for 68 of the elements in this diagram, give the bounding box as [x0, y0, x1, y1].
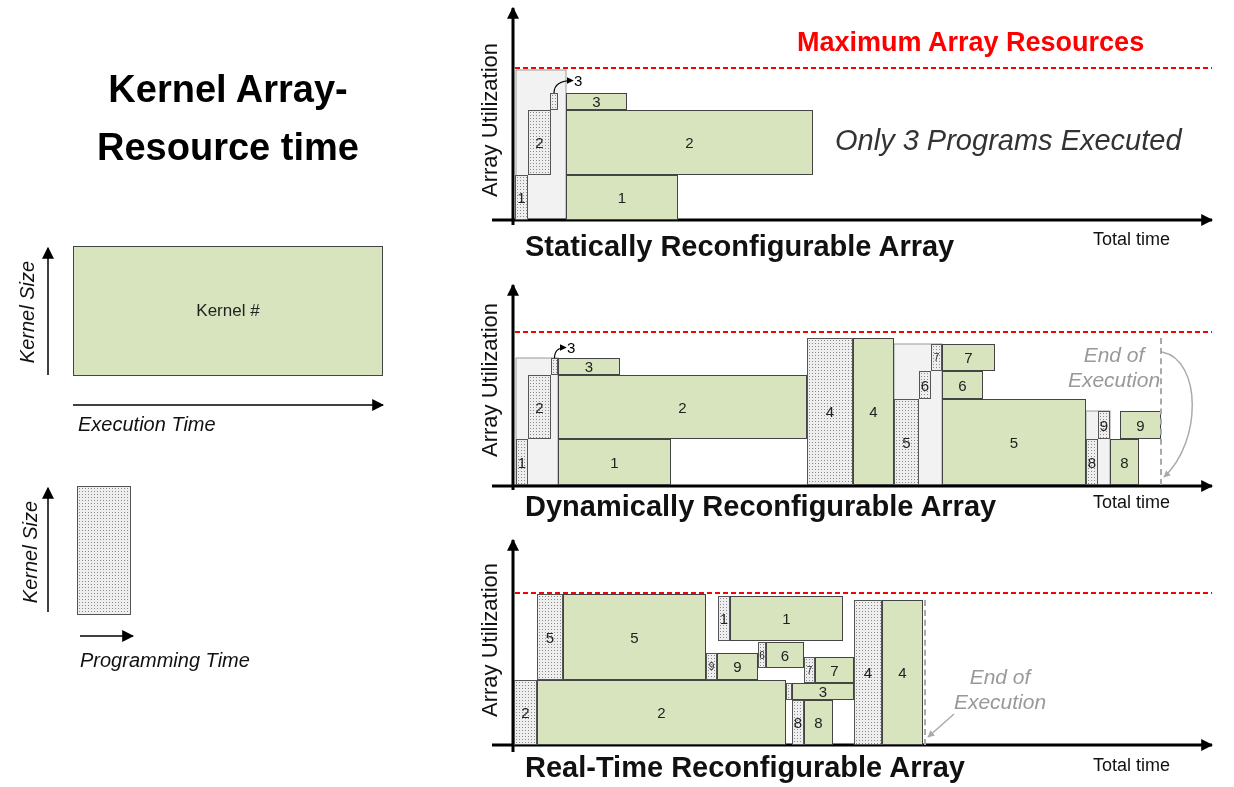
kernel-block: 9	[717, 653, 758, 680]
programming-block: 5	[894, 399, 919, 485]
kernel-block: 1	[566, 175, 678, 220]
kernel-block: 9	[1120, 411, 1161, 439]
kernel-block: 7	[815, 657, 854, 683]
kernel-block: 5	[942, 399, 1086, 485]
kernel-block: 4	[853, 338, 894, 485]
kernel-block: 8	[1110, 439, 1139, 485]
kernel-block: 5	[563, 594, 706, 680]
panel-title: Real-Time Reconfigurable Array	[525, 751, 965, 784]
kernel-block: 2	[566, 110, 813, 175]
arrow	[553, 77, 574, 94]
callout-number: 3	[574, 72, 583, 89]
kernel-block: 1	[558, 439, 671, 485]
kernel-block: Kernel #	[73, 246, 383, 376]
kernel-block: 8	[804, 700, 833, 745]
programming-block	[550, 93, 558, 110]
axis-label: Total time	[1093, 755, 1171, 776]
programming-block: 8	[792, 700, 804, 745]
axis-label: Kernel Size	[18, 500, 42, 604]
programming-block: 1	[515, 175, 528, 220]
axis-label: Array Utilization	[477, 563, 503, 717]
axis-label: Total time	[1093, 229, 1171, 250]
end-line	[1160, 338, 1163, 485]
annotation-text: End of Execution	[1066, 342, 1162, 392]
kernel-block: 1	[730, 596, 843, 641]
programming-block: 6	[919, 371, 931, 399]
programming-block: 4	[807, 338, 853, 485]
programming-block: 9	[1098, 411, 1110, 439]
callout-number: 3	[567, 339, 576, 356]
arrow	[1161, 351, 1193, 478]
programming-block: 2	[528, 375, 551, 439]
programming-block	[77, 486, 131, 615]
annotation-text: End of Execution	[944, 664, 1056, 714]
programming-block: 2	[514, 680, 537, 745]
programming-block: 1	[718, 596, 730, 641]
programming-block: 7	[931, 344, 942, 371]
axis-label: Execution Time	[78, 413, 216, 436]
limit-label: Maximum Array Resources	[797, 27, 1145, 58]
kernel-block: 7	[942, 344, 995, 371]
note: Only 3 Programs Executed	[835, 124, 1182, 157]
programming-block	[786, 683, 792, 700]
kernel-block: 4	[882, 600, 923, 745]
programming-block: 8	[1086, 439, 1098, 485]
axis-label: Kernel Size	[15, 260, 39, 364]
axis-label: Array Utilization	[477, 43, 503, 197]
kernel-block: 2	[537, 680, 786, 745]
arrow	[927, 713, 955, 738]
panel-title: Statically Reconfigurable Array	[525, 230, 955, 263]
axis-label: Total time	[1093, 492, 1171, 513]
kernel-block: 2	[558, 375, 807, 439]
arrow	[553, 344, 567, 359]
programming-block: 7	[804, 657, 815, 683]
kernel-block: 3	[558, 358, 620, 375]
panel-title: Dynamically Reconfigurable Array	[525, 490, 997, 523]
heading: Kernel Array-Resource time	[96, 67, 360, 170]
programming-block: 4	[854, 600, 882, 745]
kernel-block: 3	[566, 93, 627, 110]
kernel-block: 3	[792, 683, 854, 700]
kernel-block: 6	[942, 371, 983, 399]
end-line	[924, 600, 927, 745]
programming-block	[551, 358, 558, 375]
axis-label: Programming Time	[80, 649, 250, 672]
kernel-block: 6	[766, 642, 804, 668]
axis-label: Array Utilization	[477, 303, 503, 457]
programming-block: 5	[537, 594, 563, 680]
programming-block: 1	[516, 439, 528, 485]
programming-block: 2	[528, 110, 551, 175]
